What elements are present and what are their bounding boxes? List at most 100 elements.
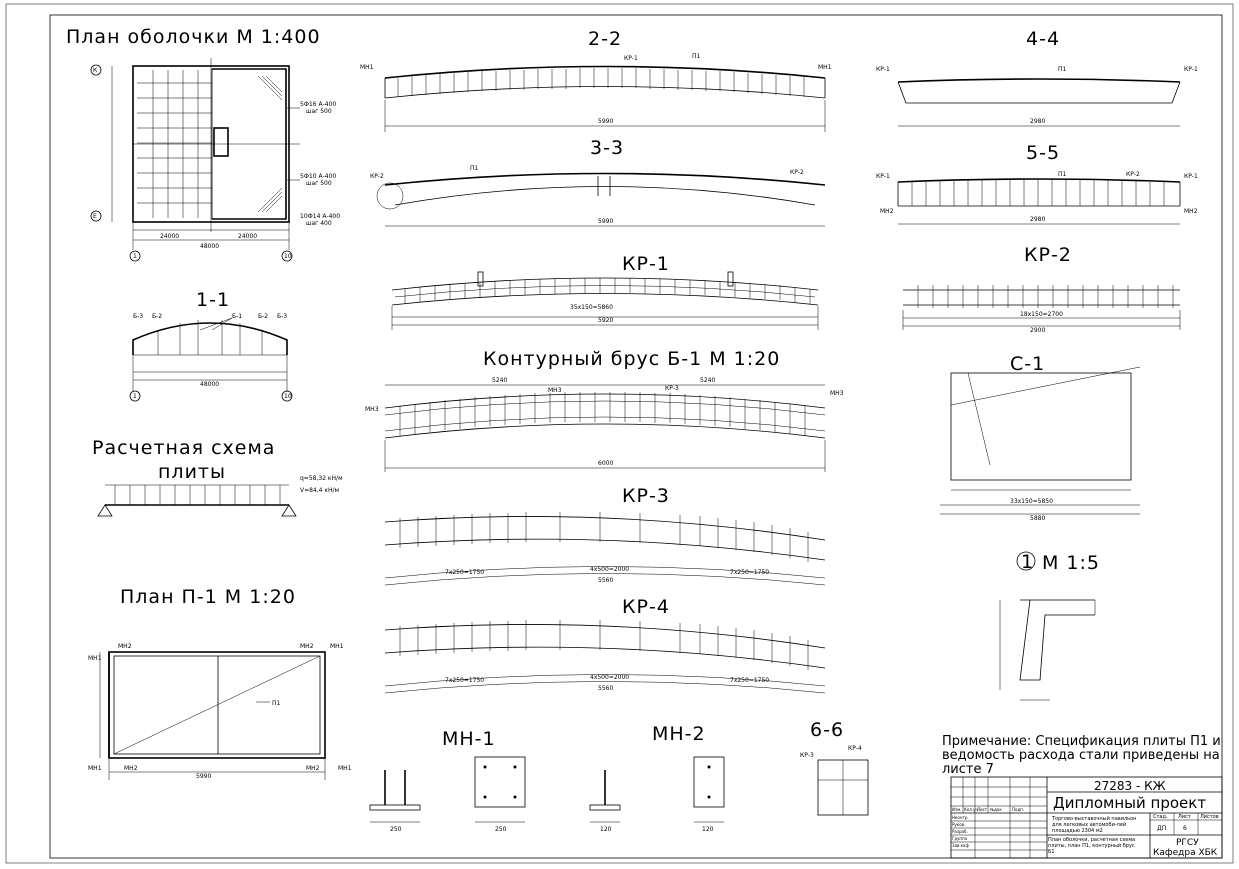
axis-1-label: 1	[133, 253, 137, 260]
sec-2-2-mn1-left: МН1	[360, 64, 374, 71]
sec-3-3-dim: 5990	[598, 218, 613, 225]
title-node-1: М 1:5	[1042, 552, 1100, 574]
axis-e-label: Е	[93, 213, 97, 220]
outer-frame	[5, 3, 1234, 864]
title-contour-beam: Контурный брус Б-1 М 1:20	[483, 348, 780, 370]
stamp-desc-1: Торгово-выставочный павильон	[1051, 815, 1136, 822]
section-1-1-axis-10: 10	[284, 393, 292, 400]
axis-10-label: 10	[284, 253, 292, 260]
kr4-dim-right: 7x250=1750	[730, 677, 769, 684]
sec-2-2-p1: П1	[692, 53, 701, 60]
beam-dim-left: 5240	[492, 377, 507, 384]
plan-p1-mn2-tr: МН2	[300, 643, 314, 650]
stamp-sheet-desc-2: плиты, план П1, контурный брус	[1048, 842, 1135, 849]
section-4-4-drawing: 2980 КР-1 КР-1 П1	[876, 66, 1198, 127]
plan-p1-mn1-bl: МН1	[88, 765, 102, 772]
rebar-note-2b: шаг 500	[306, 180, 332, 187]
plan-p1-mark: П1	[272, 700, 281, 707]
plan-p1-drawing: 5990 МН1 МН2 МН2 МН1 МН1 МН2 МН2 МН1 П1	[88, 643, 352, 780]
kr1-dim-total: 5920	[598, 317, 613, 324]
sec-5-5-mn2-right: МН2	[1184, 208, 1198, 215]
sec-3-3-p1: П1	[470, 165, 479, 172]
plan-p1-mn2-br: МН2	[306, 765, 320, 772]
sec-5-5-kr2: КР-2	[1126, 171, 1140, 178]
calc-scheme-drawing: q=58,32 кН/м V=84,4 кН/м	[97, 475, 343, 517]
inner-frame	[49, 14, 1223, 859]
c1-dim-span: 33x150=5850	[1010, 498, 1053, 505]
title-section-2-2: 2-2	[588, 28, 622, 50]
title-block	[950, 776, 1223, 859]
plan-p1-mn1-tr: МН1	[330, 643, 344, 650]
section-1-1-axis-1: 1	[133, 393, 137, 400]
kr4-dim-total: 5560	[598, 685, 613, 692]
stamp-row-group: Группа	[952, 836, 968, 841]
contour-beam-drawing: 6000 5240 5240 МН3 МН3 МН3 КР-3	[365, 377, 844, 472]
stamp-sheet-desc-1: План оболочки, расчетная схема	[1048, 837, 1135, 843]
sec-5-5-dim: 2980	[1030, 216, 1045, 223]
title-c1: С-1	[1010, 353, 1045, 375]
section-2-2-drawing: 5990 МН1 МН1 КР-1 П1	[360, 53, 832, 132]
sec-4-4-p1: П1	[1058, 66, 1067, 73]
rebar-note-3b: шаг 400	[306, 220, 332, 227]
stamp-sheet-desc-3: Б1	[1048, 849, 1055, 855]
plan-p1-mn1-br: МН1	[338, 765, 352, 772]
kr3-dim-right: 7x250=1750	[730, 569, 769, 576]
stamp-stage: ДП	[1157, 825, 1166, 832]
section-1-1-dim: 48000	[200, 381, 219, 388]
stamp-row-zav: Зав.каф	[952, 843, 970, 848]
mn1-dim-w: 250	[390, 826, 402, 833]
title-node-1-num: 1	[1021, 551, 1034, 573]
title-calc-scheme-2: плиты	[158, 461, 226, 483]
plan-dim-right: 24000	[238, 233, 257, 240]
plan-dim-left: 24000	[160, 233, 179, 240]
kr2-drawing: 18x150=2700 2900	[902, 285, 1181, 334]
section-3-3-drawing: 5990 КР-2 КР-2 П1	[370, 165, 826, 227]
rebar-note-3: 10Ф14 А-400	[300, 213, 340, 220]
kr3-dim-mid: 4x500=2000	[590, 566, 629, 573]
stamp-org-1: РГСУ	[1176, 838, 1199, 848]
stamp-org-2: Кафедра ХБК	[1153, 848, 1218, 858]
sec-4-4-kr1-left: КР-1	[876, 66, 890, 73]
note-line-2: ведомость расхода стали приведены на	[942, 748, 1220, 763]
section-6-6-drawing: КР-3 КР-4	[800, 745, 869, 816]
sec-5-5-kr1-right: КР-1	[1184, 173, 1198, 180]
sec-3-3-kr2-left: КР-2	[370, 173, 384, 180]
stamp-row-kol: Кол.уч	[964, 807, 978, 812]
stamp-row-razrab: Разраб.	[952, 829, 968, 834]
rebar-note-1b: шаг 500	[306, 108, 332, 115]
section-5-5-drawing: 2980 КР-1 КР-1 КР-2 П1 МН2 МН2	[876, 171, 1198, 225]
stamp-row-izm: Изм.	[952, 807, 961, 812]
mark-b2-left: Б-2	[152, 313, 162, 320]
plan-p1-mn2-bl: МН2	[124, 765, 138, 772]
beam-mn3-right: МН3	[830, 390, 844, 397]
kr3-dim-total: 5560	[598, 577, 613, 584]
note-line-3: листе 7	[942, 762, 994, 777]
title-kr1: КР-1	[622, 253, 670, 275]
plan-p1-dim-length: 5990	[196, 773, 211, 780]
sec-2-2-mn1-right: МН1	[818, 64, 832, 71]
mark-b1: Б-1	[232, 313, 242, 320]
title-section-4-4: 4-4	[1026, 28, 1060, 50]
kr4-drawing: 4x500=2000 7x250=1750 7x250=1750 5560	[384, 620, 826, 694]
beam-kr3: КР-3	[665, 385, 679, 392]
title-section-3-3: 3-3	[590, 137, 624, 159]
sec-5-5-kr1-left: КР-1	[876, 173, 890, 180]
rebar-note-1: 5Ф16 А-400	[300, 101, 336, 108]
title-section-5-5: 5-5	[1026, 142, 1060, 164]
beam-mn3-left: МН3	[365, 406, 379, 413]
beam-dim-total: 6000	[598, 460, 613, 467]
kr3-drawing: 4x500=2000 7x250=1750 7x250=1750 5560	[384, 512, 826, 586]
kr1-drawing: 35x150=5860 5920	[391, 271, 819, 330]
c1-drawing: 33x150=5850 5880	[940, 366, 1141, 522]
title-mn1: МН-1	[442, 728, 496, 750]
mark-b3-right: Б-3	[277, 313, 287, 320]
kr1-dim-span: 35x150=5860	[570, 304, 613, 311]
sec-4-4-dim: 2980	[1030, 118, 1045, 125]
mark-b3-left: Б-3	[133, 313, 143, 320]
mark-b2-right: Б-2	[258, 313, 268, 320]
c1-dim-total: 5880	[1030, 515, 1045, 522]
stamp-desc-3: площадью 2304 м2	[1052, 828, 1103, 834]
sec-2-2-kr1: КР-1	[624, 55, 638, 62]
